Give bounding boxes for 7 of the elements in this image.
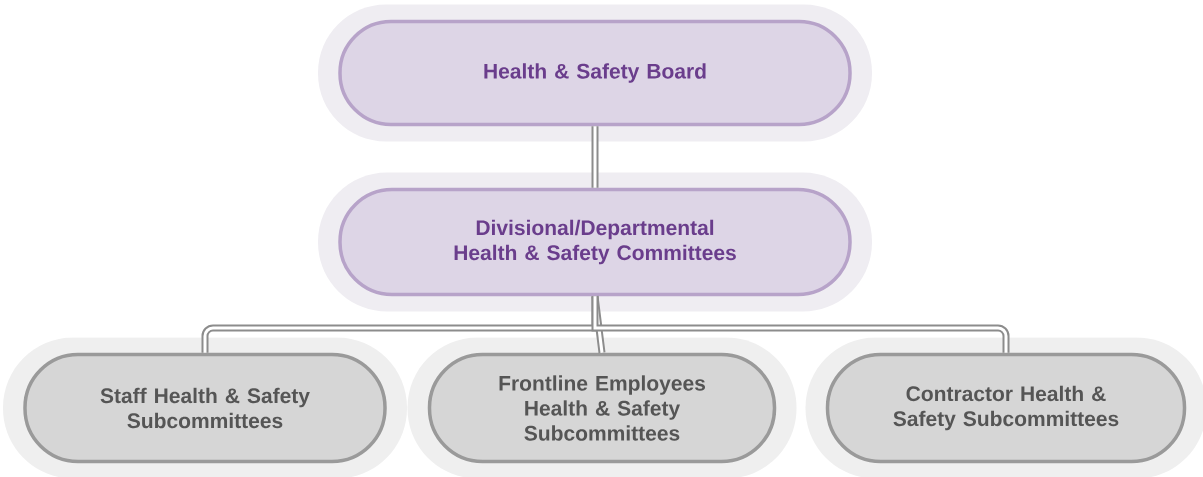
pill-box: Staff Health & Safety Subcommittees bbox=[3, 337, 407, 477]
connector-line bbox=[591, 126, 599, 188]
connector-line bbox=[591, 296, 1010, 353]
pill-box: Health & Safety Board bbox=[318, 4, 872, 142]
pill-box: Contractor Health & Safety Subcommittees bbox=[805, 337, 1203, 477]
pill-box: Divisional/Departmental Health & Safety Committees bbox=[318, 172, 872, 312]
pill-box: Frontline Employees Health & Safety Subcommittees bbox=[407, 337, 797, 477]
